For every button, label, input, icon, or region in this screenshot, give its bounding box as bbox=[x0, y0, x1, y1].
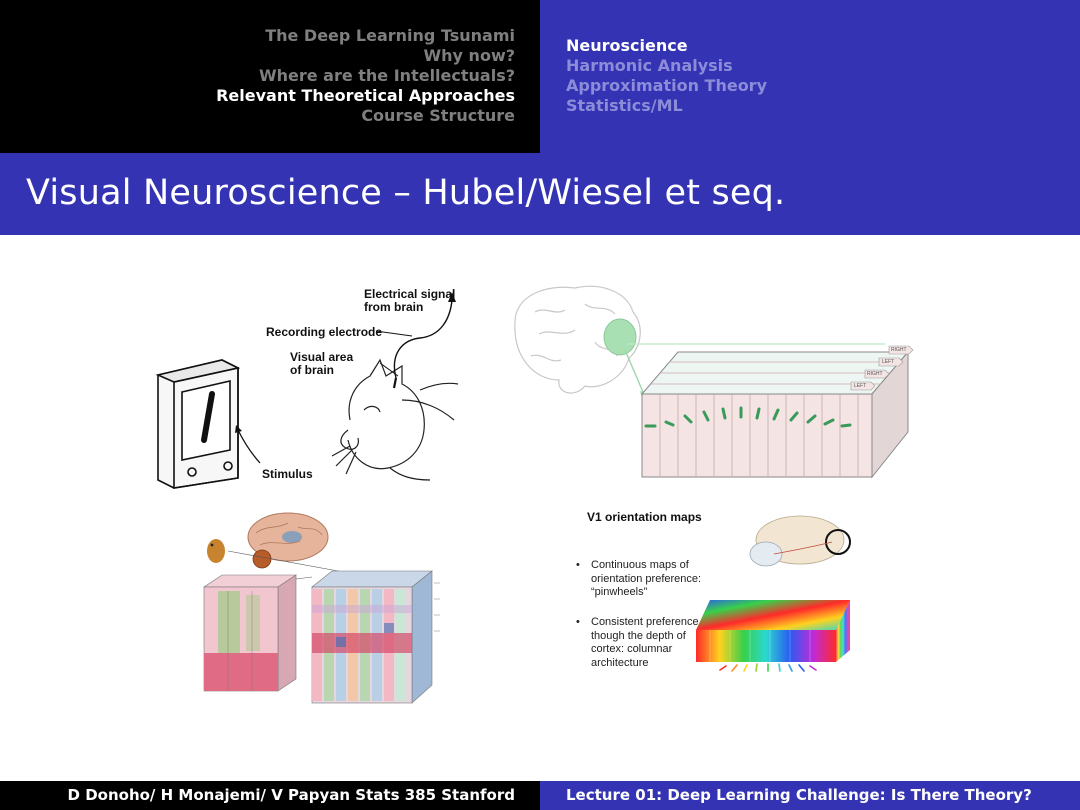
cortical-module-figure bbox=[200, 505, 440, 720]
footer-authors-text: D Donoho/ H Monajemi/ V Papyan Stats 385… bbox=[67, 786, 515, 804]
v1-bullet-1-text: Continuous maps of orientation preferenc… bbox=[591, 559, 702, 598]
subsection-link-harmonic-analysis[interactable]: Harmonic Analysis bbox=[566, 56, 733, 75]
footer-authors: D Donoho/ H Monajemi/ V Papyan Stats 385… bbox=[0, 781, 540, 810]
stimulus-label: Stimulus bbox=[262, 467, 313, 481]
frame-title-bar: Visual Neuroscience – Hubel/Wiesel et se… bbox=[0, 153, 1080, 235]
section-link-theoretical-approaches[interactable]: Relevant Theoretical Approaches bbox=[216, 86, 515, 105]
cat-experiment-figure: Electrical signal from brain Recording e… bbox=[150, 280, 462, 492]
slide-title: Visual Neuroscience – Hubel/Wiesel et se… bbox=[26, 173, 786, 213]
bullet-dot: • bbox=[576, 559, 580, 571]
section-link-intellectuals[interactable]: Where are the Intellectuals? bbox=[258, 66, 515, 85]
visual-area-label-line1: Visual area bbox=[290, 350, 354, 364]
footer-lecture-text: Lecture 01: Deep Learning Challenge: Is … bbox=[566, 786, 1032, 804]
header-section-nav: The Deep Learning Tsunami Why now? Where… bbox=[0, 0, 540, 153]
section-list: The Deep Learning Tsunami Why now? Where… bbox=[216, 26, 515, 126]
subsection-link-statistics-ml[interactable]: Statistics/ML bbox=[566, 96, 683, 115]
cat-experiment-drawing bbox=[155, 292, 459, 489]
footer-lecture: Lecture 01: Deep Learning Challenge: Is … bbox=[540, 781, 1080, 810]
signal-label-line1: Electrical signal bbox=[364, 287, 456, 301]
columns-drawing bbox=[514, 285, 914, 479]
subsection-list: Neuroscience Harmonic Analysis Approxima… bbox=[566, 36, 767, 116]
v1-map-drawing bbox=[696, 515, 851, 672]
column-tag-right-2: RIGHT bbox=[867, 371, 883, 377]
v1-orientation-maps-figure: V1 orientation maps • Continuous maps of… bbox=[570, 500, 870, 725]
section-link-course-structure[interactable]: Course Structure bbox=[361, 106, 515, 125]
cortical-module-drawing bbox=[203, 512, 440, 704]
ocular-dominance-columns-figure: RIGHT LEFT RIGHT LEFT bbox=[505, 282, 920, 482]
subsection-link-approximation-theory[interactable]: Approximation Theory bbox=[566, 76, 767, 95]
section-link-why-now[interactable]: Why now? bbox=[423, 46, 515, 65]
v1-bullet-pinwheels: • Continuous maps of orientation prefere… bbox=[576, 559, 706, 600]
column-tag-left-1: LEFT bbox=[882, 359, 895, 365]
column-tag-left-2: LEFT bbox=[854, 383, 867, 389]
v1-maps-title: V1 orientation maps bbox=[587, 510, 702, 524]
subsection-link-neuroscience[interactable]: Neuroscience bbox=[566, 36, 688, 55]
bullet-dot: • bbox=[576, 616, 580, 628]
header-subsection-nav: Neuroscience Harmonic Analysis Approxima… bbox=[540, 0, 1080, 153]
section-link-tsunami[interactable]: The Deep Learning Tsunami bbox=[265, 26, 515, 45]
v1-bullet-2-text: Consistent preference though the depth o… bbox=[591, 616, 699, 669]
electrode-label: Recording electrode bbox=[266, 325, 383, 339]
v1-bullet-columnar: • Consistent preference though the depth… bbox=[576, 616, 706, 670]
visual-area-label-line2: of brain bbox=[290, 363, 334, 377]
signal-label-line2: from brain bbox=[364, 300, 424, 314]
column-tag-right-1: RIGHT bbox=[891, 347, 907, 353]
